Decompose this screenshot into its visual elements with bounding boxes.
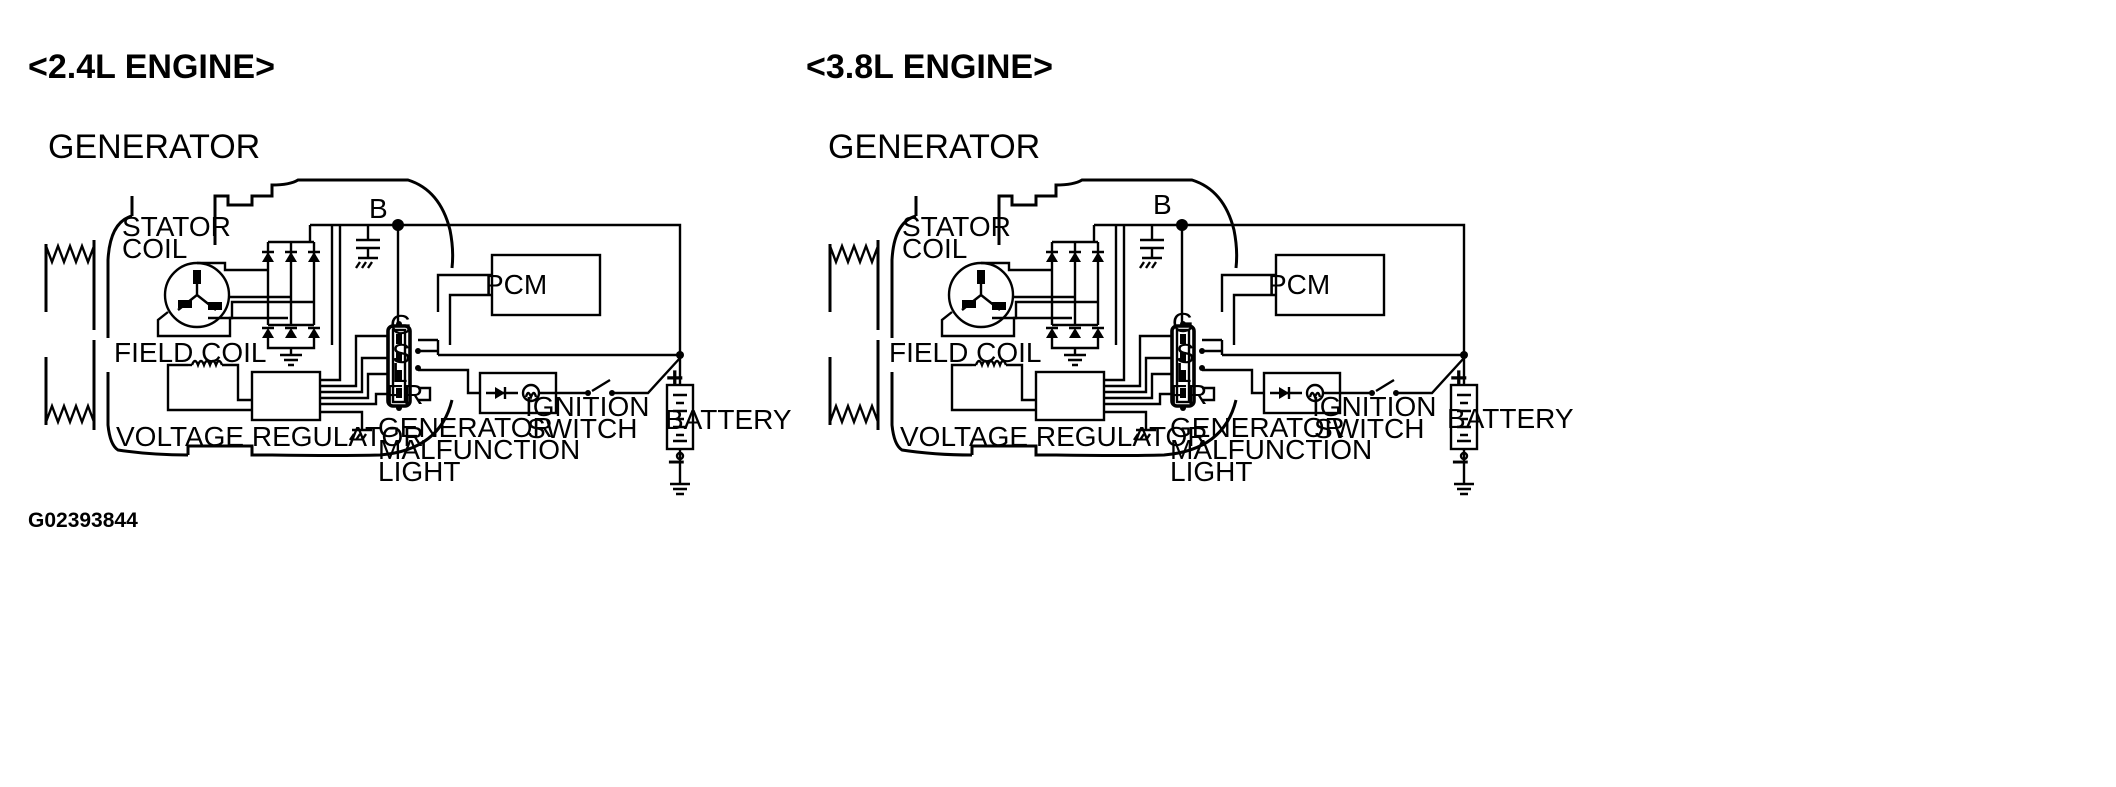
field-coil-label: FIELD COIL <box>114 337 266 368</box>
diagram-heading: <3.8L ENGINE> <box>806 48 1053 86</box>
stator-coil-label: COIL <box>122 233 187 264</box>
ignition-switch-label: SWITCH <box>1314 413 1424 444</box>
terminal-l-label: L <box>1176 357 1192 388</box>
battery-minus-sign: – <box>668 444 685 477</box>
diagram-heading: <2.4L ENGINE> <box>28 48 275 86</box>
terminal-g-label: G <box>390 309 412 340</box>
terminal-fr-label: FR <box>1170 379 1207 410</box>
pcm-label: PCM <box>1268 269 1330 300</box>
generator-label: GENERATOR <box>48 128 260 166</box>
malfunction-light-label: GENERATOR <box>378 412 553 443</box>
stator-coil-label: STATOR <box>122 211 231 242</box>
ignition-switch-label: SWITCH <box>527 413 637 444</box>
diagram-3-8l-engine: <3.8L ENGINE> GENERATOR STATOR COIL FIEL… <box>806 48 1574 496</box>
malfunction-light-label: MALFUNCTION <box>1170 434 1372 465</box>
terminal-fr-label: FR <box>386 379 423 410</box>
terminal-g-label: G <box>1172 307 1194 338</box>
battery-minus-sign: – <box>1452 444 1469 477</box>
battery-plus-sign: + <box>1450 362 1468 395</box>
stator-coil-label: COIL <box>902 233 967 264</box>
voltage-regulator-label: VOLTAGE REGULATOR <box>900 421 1208 452</box>
terminal-b-label: B <box>1153 189 1172 220</box>
malfunction-light-label: MALFUNCTION <box>378 434 580 465</box>
malfunction-light-label: LIGHT <box>378 456 460 487</box>
terminal-s-label: S <box>392 338 411 369</box>
voltage-regulator-label: VOLTAGE REGULATOR <box>116 421 424 452</box>
ignition-switch-label: IGNITION <box>1312 391 1436 422</box>
diagram-2-4l-engine: <2.4L ENGINE> GENERATOR STATOR COIL FIEL… <box>28 48 792 496</box>
malfunction-light-label: GENERATOR <box>1170 412 1345 443</box>
ignition-switch-label: IGNITION <box>525 391 649 422</box>
terminal-b-label: B <box>369 193 388 224</box>
terminal-s-label: S <box>1176 338 1195 369</box>
terminal-l-label: L <box>392 357 408 388</box>
field-coil-label: FIELD COIL <box>889 337 1041 368</box>
battery-plus-sign: + <box>666 362 684 395</box>
pcm-label: PCM <box>485 269 547 300</box>
figure-id: G02393844 <box>28 509 138 532</box>
battery-label: BATTERY <box>665 404 792 435</box>
battery-label: BATTERY <box>1447 403 1574 434</box>
malfunction-light-label: LIGHT <box>1170 456 1252 487</box>
generator-label: GENERATOR <box>828 128 1040 166</box>
stator-coil-label: STATOR <box>902 211 1011 242</box>
